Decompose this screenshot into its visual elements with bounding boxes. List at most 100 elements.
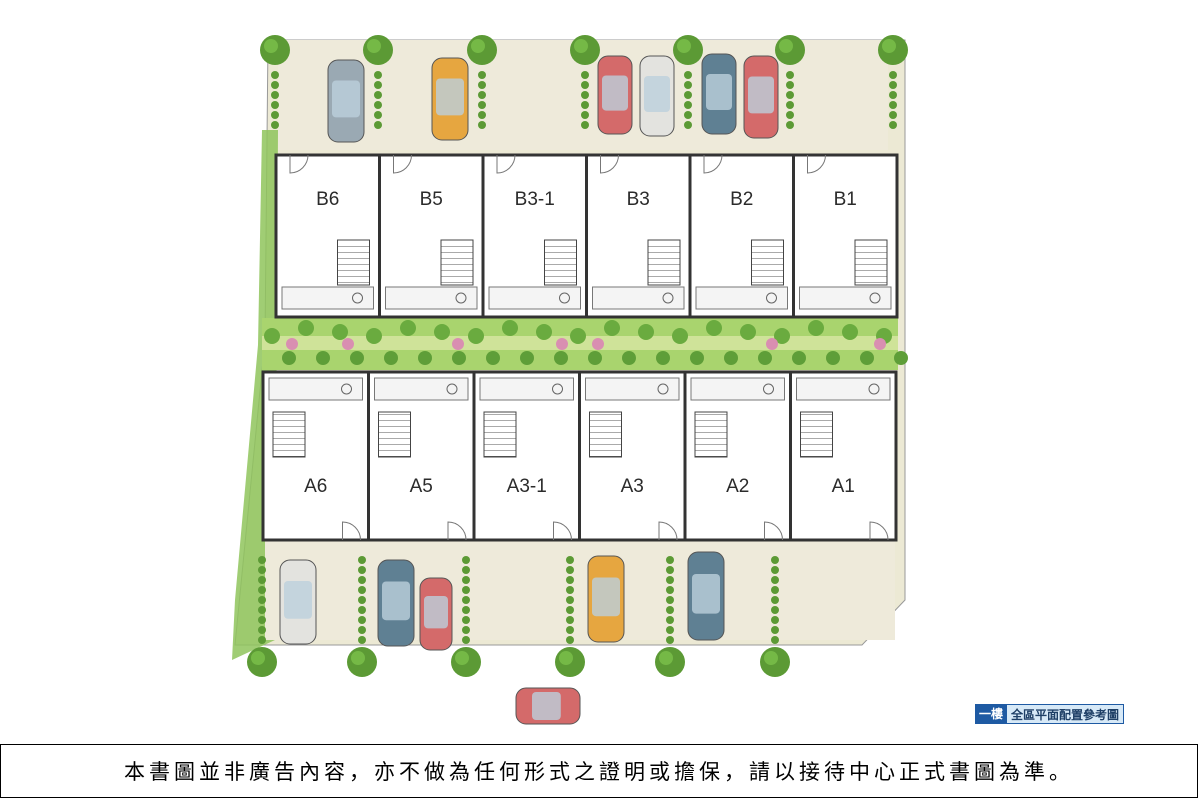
door-icon xyxy=(342,521,361,541)
unit-a5: A5 xyxy=(367,370,476,542)
unit-a3: A3 xyxy=(578,370,687,542)
toilet-icon xyxy=(552,383,563,395)
car-window xyxy=(424,596,448,629)
unit-label: B6 xyxy=(316,189,339,210)
toilet-icon xyxy=(763,383,774,395)
bath-fixtures xyxy=(799,286,892,310)
hedge-icon xyxy=(566,606,574,614)
hedge-icon xyxy=(581,111,589,119)
hedge-icon xyxy=(786,71,794,79)
flower-icon xyxy=(766,338,778,350)
tree-icon xyxy=(760,647,790,677)
stair-icon xyxy=(854,239,888,286)
tree-icon xyxy=(555,647,585,677)
hedge-icon xyxy=(684,121,692,129)
hedge-icon xyxy=(358,626,366,634)
hedge-icon xyxy=(666,626,674,634)
hedge-icon xyxy=(581,91,589,99)
hedge-icon xyxy=(786,111,794,119)
car-window xyxy=(748,76,774,114)
hedge-icon xyxy=(358,556,366,564)
shrub-icon xyxy=(298,320,314,336)
hedge-icon xyxy=(462,616,470,624)
hedge-icon xyxy=(889,121,897,129)
shrub-icon xyxy=(894,351,908,365)
hedge-icon xyxy=(566,596,574,604)
hedge-icon xyxy=(374,111,382,119)
hedge-icon xyxy=(271,91,279,99)
trees xyxy=(247,35,908,677)
hedge-icon xyxy=(666,586,674,594)
shrub-icon xyxy=(604,320,620,336)
shrub-icon xyxy=(316,351,330,365)
tree-icon xyxy=(570,35,600,65)
bath-fixtures xyxy=(385,286,478,310)
flower-icon xyxy=(874,338,886,350)
toilet-icon xyxy=(766,292,777,304)
shrub-icon xyxy=(486,351,500,365)
hedge-icon xyxy=(889,111,897,119)
unit-b2: B2 xyxy=(688,153,795,319)
hedge-icon xyxy=(666,566,674,574)
shrub-icon xyxy=(350,351,364,365)
hedge-icon xyxy=(374,121,382,129)
unit-b6: B6 xyxy=(274,153,381,319)
unit-label: B3-1 xyxy=(515,189,555,210)
hedge-icon xyxy=(462,606,470,614)
unit-label: B1 xyxy=(834,189,857,210)
car-window xyxy=(644,76,670,112)
door-icon xyxy=(869,521,889,541)
hedge-icon xyxy=(271,71,279,79)
hedge-icon xyxy=(478,121,486,129)
hedge-icon xyxy=(478,71,486,79)
toilet-icon xyxy=(341,383,352,395)
car-icon xyxy=(687,551,725,641)
hedge-icon xyxy=(566,616,574,624)
stair-icon xyxy=(647,239,681,286)
stair-icon xyxy=(694,411,728,458)
shrub-icon xyxy=(332,324,348,340)
stair-icon xyxy=(337,239,370,286)
stair-icon xyxy=(589,411,622,458)
car-icon xyxy=(597,55,633,135)
hedge-icon xyxy=(462,576,470,584)
flower-icon xyxy=(452,338,464,350)
unit-label: B2 xyxy=(730,189,753,210)
shrub-icon xyxy=(860,351,874,365)
bath-fixtures xyxy=(690,377,785,401)
unit-b3-1: B3-1 xyxy=(481,153,588,319)
unit-label: A3 xyxy=(621,476,644,497)
shrub-icon xyxy=(808,320,824,336)
hedge-icon xyxy=(684,101,692,109)
stair-icon xyxy=(272,411,306,458)
door-icon xyxy=(703,154,723,174)
unit-a3-1: A3-1 xyxy=(472,370,581,542)
tree-highlight xyxy=(264,39,278,53)
hedge-icon xyxy=(566,626,574,634)
unit-label: A3-1 xyxy=(507,476,547,497)
hedge-icon xyxy=(666,606,674,614)
hedge-icon xyxy=(374,91,382,99)
tree-highlight xyxy=(882,39,896,53)
bath-fixtures xyxy=(585,377,680,401)
car-icon xyxy=(587,555,625,643)
shrub-icon xyxy=(672,328,688,344)
hedge-icon xyxy=(771,556,779,564)
hedge-icon xyxy=(786,121,794,129)
hedge-icon xyxy=(566,586,574,594)
stair-icon xyxy=(483,411,517,458)
shrub-icon xyxy=(724,351,738,365)
flower-icon xyxy=(286,338,298,350)
car-window xyxy=(436,78,464,116)
bath-fixtures xyxy=(592,286,685,310)
hedge-icon xyxy=(374,101,382,109)
shrub-icon xyxy=(452,351,466,365)
shrub-icon xyxy=(502,320,518,336)
hedge-icon xyxy=(258,556,266,564)
toilet-icon xyxy=(352,292,363,304)
shrub-icon xyxy=(384,351,398,365)
parked-cars xyxy=(279,53,779,725)
